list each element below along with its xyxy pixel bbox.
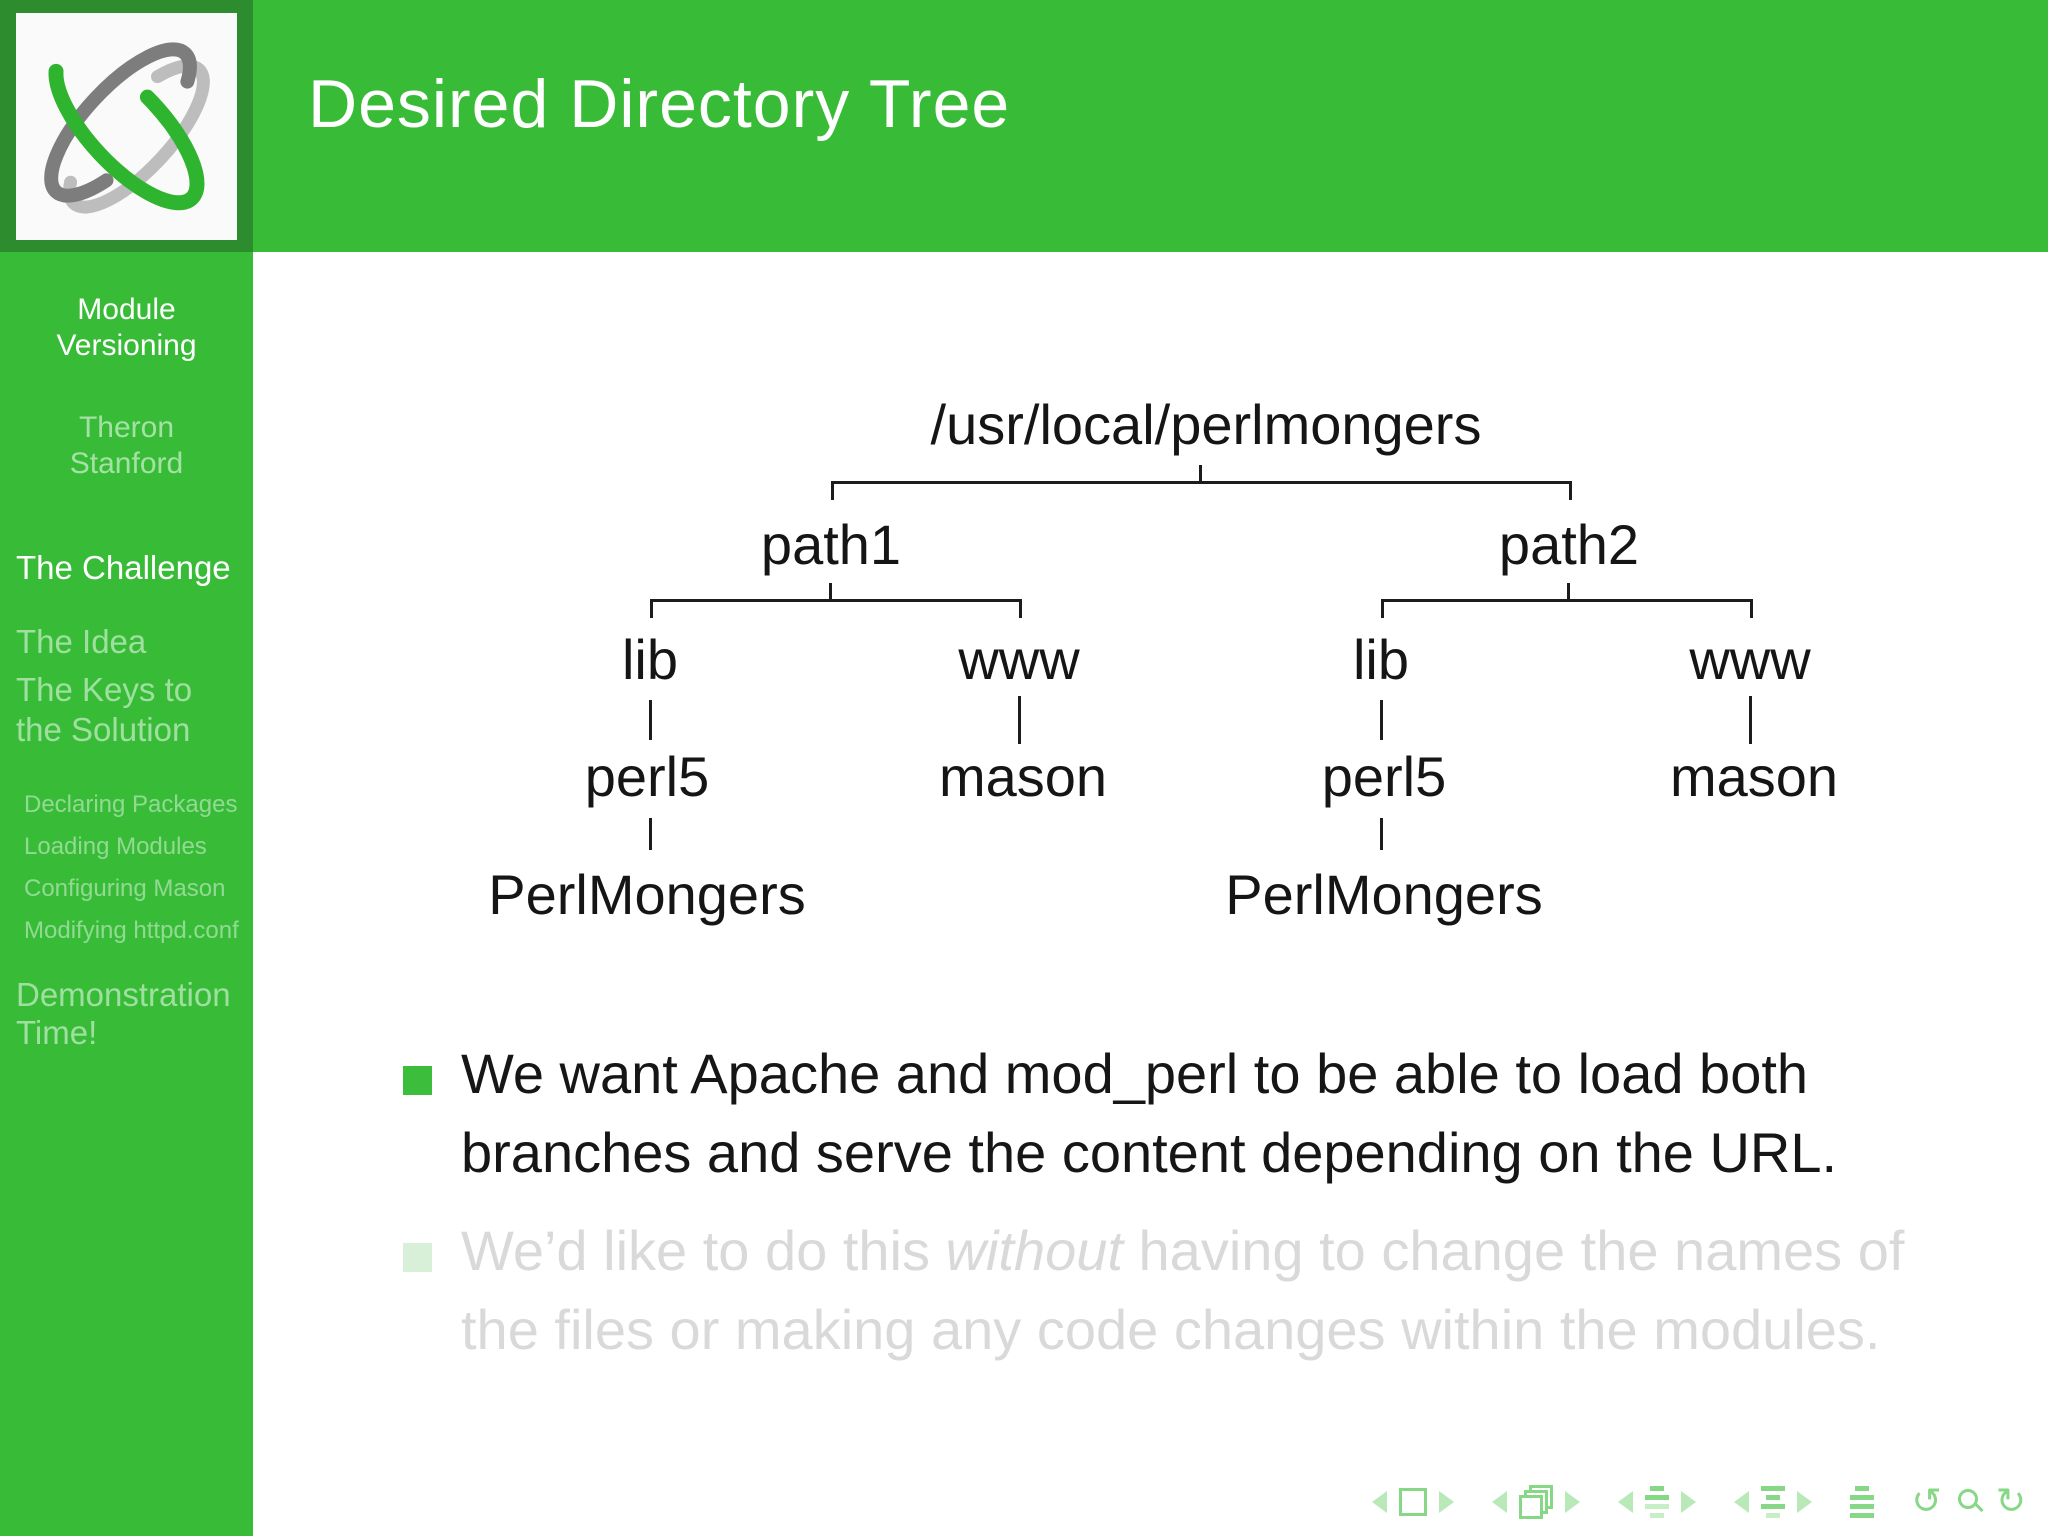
bullet-line-segment: We’d like to do this	[461, 1219, 946, 1282]
bullet-item-dimmed: We’d like to do this without having to c…	[403, 1211, 1904, 1369]
sidebar-item-configuring-mason[interactable]: Configuring Mason	[24, 875, 226, 902]
tree-node-path2: path2	[1498, 513, 1640, 576]
tree-connector-line	[649, 818, 652, 850]
next-section-arrow-icon[interactable]	[1796, 1491, 1812, 1513]
tree-connector-line	[831, 481, 1572, 484]
bullet-line: branches and serve the content depending…	[461, 1121, 1838, 1184]
beamer-navigation-bar: ↺ ↻	[1340, 1484, 2032, 1520]
author-name: Theron Stanford	[69, 411, 184, 480]
tree-connector-line	[1018, 696, 1021, 744]
forward-icon[interactable]: ↻	[1995, 1481, 2026, 1522]
tree-connector-line	[649, 700, 652, 740]
sidebar-item-demonstration-time[interactable]: Demonstration Time!	[16, 976, 231, 1051]
tree-node-root: /usr/local/perlmongers	[930, 393, 1482, 456]
bullet-square-icon	[403, 1243, 432, 1272]
section-lines-icon[interactable]	[1760, 1484, 1785, 1520]
tree-connector-line	[829, 583, 832, 599]
back-icon[interactable]: ↺	[1911, 1481, 1942, 1522]
search-icon[interactable]	[1954, 1487, 1984, 1517]
orbit-swoosh-logo	[44, 42, 210, 214]
tree-connector-line	[1567, 583, 1570, 599]
bullet-text: We want Apache and mod_perl to be able t…	[461, 1034, 1837, 1192]
tree-connector-line	[1381, 599, 1753, 602]
tree-connector-line	[1749, 696, 1752, 744]
tree-node-perlmongers-2: PerlMongers	[1225, 863, 1543, 926]
tree-connector-line	[1569, 481, 1572, 500]
sidebar-item-loading-modules[interactable]: Loading Modules	[24, 833, 207, 860]
bullet-line-emphasis: without	[945, 1219, 1123, 1282]
bullet-square-icon	[403, 1066, 432, 1095]
next-frame-arrow-icon[interactable]	[1564, 1491, 1580, 1513]
prev-section-arrow-icon[interactable]	[1733, 1491, 1749, 1513]
tree-connector-line	[1750, 599, 1753, 618]
bullet-line: We want Apache and mod_perl to be able t…	[461, 1042, 1809, 1105]
tree-node-lib-1: lib	[621, 628, 679, 691]
tree-connector-line	[1380, 700, 1383, 740]
subsection-lines-icon[interactable]	[1644, 1484, 1669, 1520]
document-lines-icon[interactable]	[1849, 1484, 1874, 1520]
prev-slide-arrow-icon[interactable]	[1371, 1491, 1387, 1513]
tree-connector-line	[1199, 465, 1202, 481]
next-slide-arrow-icon[interactable]	[1438, 1491, 1454, 1513]
header-bar: Desired Directory Tree	[253, 0, 2048, 252]
sidebar-item-declaring-packages[interactable]: Declaring Packages	[24, 791, 238, 818]
sidebar-item-the-challenge[interactable]: The Challenge	[16, 549, 231, 586]
tree-connector-line	[1380, 818, 1383, 850]
tree-connector-line	[1019, 599, 1022, 618]
tree-node-perl5-2: perl5	[1321, 745, 1447, 808]
bullet-item: We want Apache and mod_perl to be able t…	[403, 1034, 1837, 1192]
tree-node-perl5-1: perl5	[584, 745, 710, 808]
tree-node-www-2: www	[1689, 628, 1811, 691]
tree-connector-line	[650, 599, 1022, 602]
tree-connector-line	[831, 481, 834, 500]
bullet-line-segment: having to change the names of	[1122, 1219, 1905, 1282]
logo	[16, 13, 237, 240]
bullet-line: We’d like to do this without having to c…	[461, 1211, 1904, 1290]
tree-node-path1: path1	[760, 513, 902, 576]
deck-title: Module Versioning	[56, 293, 197, 362]
slide-frame-icon[interactable]	[1398, 1488, 1427, 1516]
logo-block	[0, 0, 253, 252]
tree-connector-line	[650, 599, 653, 618]
tree-connector-line	[1381, 599, 1384, 618]
tree-node-perlmongers-1: PerlMongers	[488, 863, 806, 926]
sidebar: Module Versioning Theron Stanford The Ch…	[0, 252, 253, 1536]
sidebar-item-modifying-httpd-conf[interactable]: Modifying httpd.conf	[24, 917, 239, 944]
tree-node-mason-2: mason	[1669, 745, 1839, 808]
prev-subsection-arrow-icon[interactable]	[1617, 1491, 1633, 1513]
sidebar-item-keys-to-solution[interactable]: The Keys to the Solution	[16, 671, 193, 748]
bullet-line: the files or making any code changes wit…	[461, 1298, 1881, 1361]
frames-stack-icon[interactable]	[1518, 1485, 1553, 1519]
tree-node-lib-2: lib	[1352, 628, 1410, 691]
tree-node-mason-1: mason	[938, 745, 1108, 808]
sidebar-nav: The Challenge The Idea The Keys to the S…	[16, 548, 247, 1052]
page-title: Desired Directory Tree	[308, 66, 1011, 142]
prev-frame-arrow-icon[interactable]	[1491, 1491, 1507, 1513]
bullet-text: We’d like to do this without having to c…	[461, 1211, 1904, 1369]
next-subsection-arrow-icon[interactable]	[1680, 1491, 1696, 1513]
tree-node-www-1: www	[958, 628, 1080, 691]
sidebar-item-the-idea[interactable]: The Idea	[16, 623, 147, 660]
slide-content: /usr/local/perlmongers path1 path2 lib w…	[253, 252, 2048, 1536]
